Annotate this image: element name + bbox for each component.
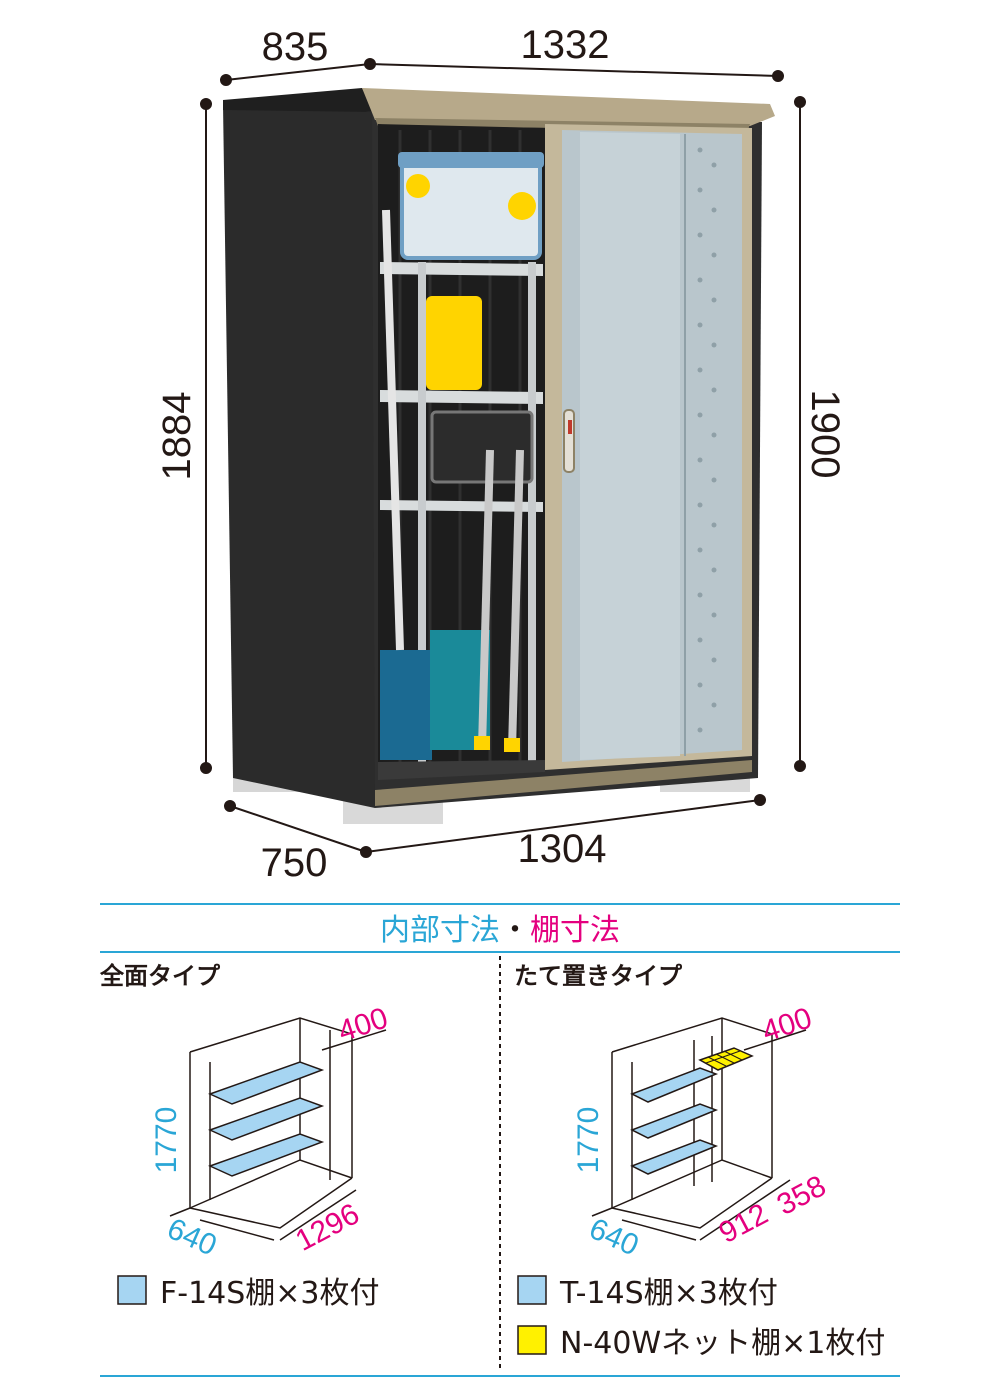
door-rivets [697,147,717,733]
legend-swatch-n40w [517,1325,547,1355]
vertical-shelf-3 [630,1139,719,1175]
shelf-post-left [418,262,426,762]
door-panel-highlight [580,132,680,760]
front-shelf-3 [208,1133,325,1177]
front-shelves [208,1061,325,1177]
vertical-dim-width-a: 912 [714,1197,774,1250]
ladder-rail-right [508,449,524,751]
dim-right-height: 1900 [803,390,847,479]
door-handle [563,409,575,473]
section-title-internal: 内部寸法 [380,913,500,948]
section-title-shelf: 棚寸法 [530,913,620,948]
dim-bottom-depth: 750 [261,841,328,885]
shelf-post-right [528,262,536,762]
legend-text-t14s: T-14S棚×3枚付 [559,1276,778,1311]
legend-swatch-f14s [117,1275,147,1305]
front-type-label: 全面タイプ [99,962,221,990]
front-dim-depth-bottom: 640 [162,1212,221,1263]
stored-items [380,152,544,760]
interior-shelves [380,262,543,762]
ladder-rail-left [478,449,494,749]
shed-floor [378,760,545,780]
front-shelf-1 [208,1061,325,1105]
front-dim-depth-top: 400 [334,1002,392,1049]
ladder-foot-left [474,736,490,750]
vertical-shelf-1 [630,1067,719,1103]
door-lock [568,420,572,434]
front-dim-height: 1770 [150,1107,183,1174]
blue-case [380,650,432,760]
vertical-dim-height: 1770 [572,1107,605,1174]
toy-ball-2 [508,192,536,220]
legend-swatch-t14s [517,1275,547,1305]
dim-left-height: 1884 [155,392,199,481]
section-title-separator: ・ [500,913,530,948]
dim-top-depth: 835 [262,25,329,69]
shed-side-roof [223,88,375,112]
shelf-mid-upper [380,390,543,404]
dim-bottom-width: 1304 [518,827,607,871]
storage-box-lid [398,152,544,168]
vertical-shelves [630,1067,719,1175]
front-type-diagram: 400 1770 640 1296 [150,1002,392,1263]
dimension-lines [200,58,806,858]
shed-side-panel [223,104,375,808]
legend-text-f14s: F-14S棚×3枚付 [160,1276,380,1311]
shelf-top [380,262,543,276]
ladder-foot-right [504,738,520,752]
vertical-type-label: たて置きタイプ [514,962,683,990]
dim-top-width: 1332 [521,23,610,67]
vertical-shelf-2 [630,1103,719,1139]
front-legend: F-14S棚×3枚付 [117,1275,380,1311]
vertical-dim-depth-bottom: 640 [584,1212,643,1263]
broom-handle [382,209,404,651]
front-dim-width: 1296 [290,1197,364,1257]
vertical-type-diagram: 400 1770 640 912 358 [572,1002,831,1263]
net-shelf-grid [705,1050,743,1067]
toolbox [430,410,534,484]
section-title: 内部寸法・棚寸法 [380,913,620,948]
shed-bottom-sill [375,760,752,806]
toy-ball [406,174,430,198]
shed-roof-trim [362,88,775,126]
sliding-door [545,124,752,770]
vertical-dim-width-b: 358 [772,1169,832,1222]
front-shelf-2 [208,1097,325,1141]
shed-illustration [223,88,775,824]
legend-text-n40w: N-40Wネット棚×1枚付 [560,1326,885,1361]
vertical-legend: T-14S棚×3枚付 N-40Wネット棚×1枚付 [517,1275,885,1361]
yellow-bucket [426,296,482,390]
vertical-dim-depth-top: 400 [758,1002,816,1049]
